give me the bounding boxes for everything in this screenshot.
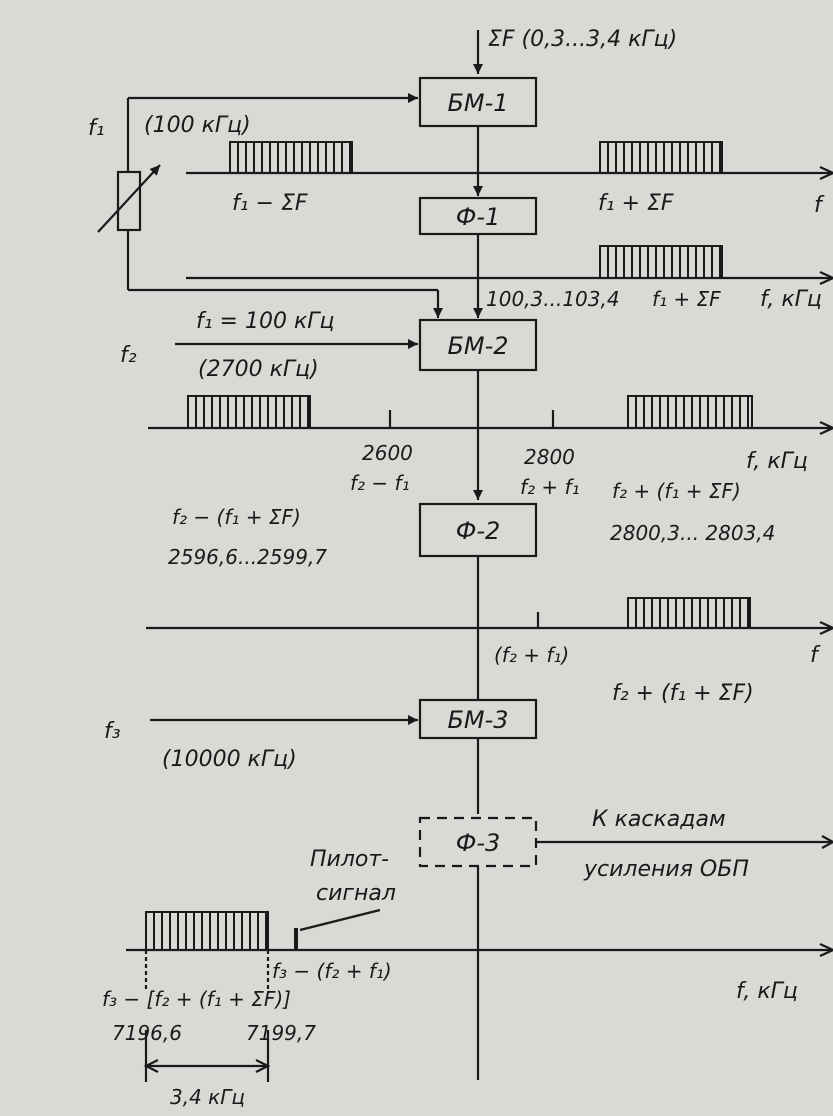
spectrum3-lower-range: 2596,6...2599,7: [168, 545, 327, 569]
dim-arrow-left: [143, 1059, 159, 1073]
axis-5-label: f, кГц: [736, 979, 798, 1004]
f2-symbol: f₂: [120, 343, 137, 368]
input-signal-label: ΣF (0,3...3,4 кГц): [488, 27, 677, 52]
pilot-expression: f₃ − (f₂ + f₁): [272, 959, 392, 983]
f2-filter-label: Ф-2: [456, 517, 501, 545]
spectrum2-upper-band: [599, 245, 723, 279]
spectrum3-upper-label: f₂ + (f₁ + ΣF): [612, 479, 741, 503]
f1-oscillator: [116, 170, 142, 232]
output-arrowhead: [821, 835, 833, 849]
axis-3-arrowhead: [819, 421, 833, 435]
f1-filter-label: Ф-1: [456, 203, 501, 231]
spectrum4-tick-label: (f₂ + f₁): [494, 643, 569, 667]
bm1-label: БМ-1: [447, 89, 508, 117]
spectrum5-low-freq: 7196,6: [112, 1021, 182, 1045]
bm2-label: БМ-2: [447, 332, 508, 360]
spectrum3-lower-label: f₂ − (f₁ + ΣF): [172, 505, 301, 529]
spectrum1-upper-band: [599, 141, 723, 174]
spectrum3-upper-band: [627, 395, 753, 429]
spectrum2-upper-label: f₁ + ΣF: [652, 287, 721, 311]
output-label-line2: усиления ОБП: [583, 857, 749, 882]
f1-equation: f₁ = 100 кГц: [196, 309, 335, 334]
variable-adjust-arrow: [97, 164, 161, 233]
output-label-line1: К каскадам: [592, 807, 726, 832]
axis-4-arrowhead: [819, 621, 833, 635]
f1-frequency: (100 кГц): [144, 113, 251, 138]
pilot-leader-line: [299, 908, 381, 932]
axis-1-label: f: [814, 193, 825, 218]
tick-2800-expr: f₂ + f₁: [520, 475, 580, 499]
bm1-box: [418, 76, 538, 128]
spectrum4-upper-band: [627, 597, 751, 629]
spectrum5-band-label: f₃ − [f₂ + (f₁ + ΣF)]: [102, 987, 291, 1011]
f3-filter-label: Ф-3: [456, 829, 501, 857]
spectrum1-upper-label: f₁ + ΣF: [598, 191, 674, 216]
spectrum1-lower-label: f₁ − ΣF: [232, 191, 308, 216]
f2-frequency: (2700 кГц): [198, 357, 319, 382]
spectrum5-band: [145, 911, 269, 951]
spectrum4-upper-label: f₂ + (f₁ + ΣF): [612, 681, 754, 706]
f3-box-dashed: [418, 816, 538, 868]
axis-2-arrowhead: [819, 271, 833, 285]
spectrum5-high-freq: 7199,7: [246, 1021, 316, 1045]
dim-arrow-right: [255, 1059, 271, 1073]
bandwidth-label: 3,4 кГц: [170, 1085, 245, 1109]
spectrum1-lower-band: [229, 141, 353, 174]
spectrum2-range: 100,3...103,4: [486, 287, 620, 311]
axis-1-arrowhead: [819, 166, 833, 180]
tick-2600-label: 2600: [362, 441, 413, 465]
bm3-box: [418, 698, 538, 740]
pilot-label-line1: Пилот-: [310, 847, 389, 872]
tick-2800-label: 2800: [524, 445, 575, 469]
f1-box: [418, 196, 538, 236]
f2-box: [418, 502, 538, 558]
axis-3-label: f, кГц: [746, 449, 808, 474]
spectrum3-lower-band: [187, 395, 311, 429]
axis-5-arrowhead: [819, 943, 833, 957]
f3-symbol: f₃: [104, 719, 121, 744]
f3-frequency: (10000 кГц): [162, 747, 297, 772]
bm2-box: [418, 318, 538, 372]
axis-4-label: f: [810, 643, 821, 668]
pilot-label-line2: сигнал: [316, 881, 396, 906]
spectrum3-upper-range: 2800,3... 2803,4: [610, 521, 775, 545]
f1-symbol: f₁: [88, 116, 105, 141]
bm3-label: БМ-3: [447, 706, 508, 734]
tick-2600-expr: f₂ − f₁: [350, 471, 410, 495]
axis-2-label: f, кГц: [760, 287, 822, 312]
